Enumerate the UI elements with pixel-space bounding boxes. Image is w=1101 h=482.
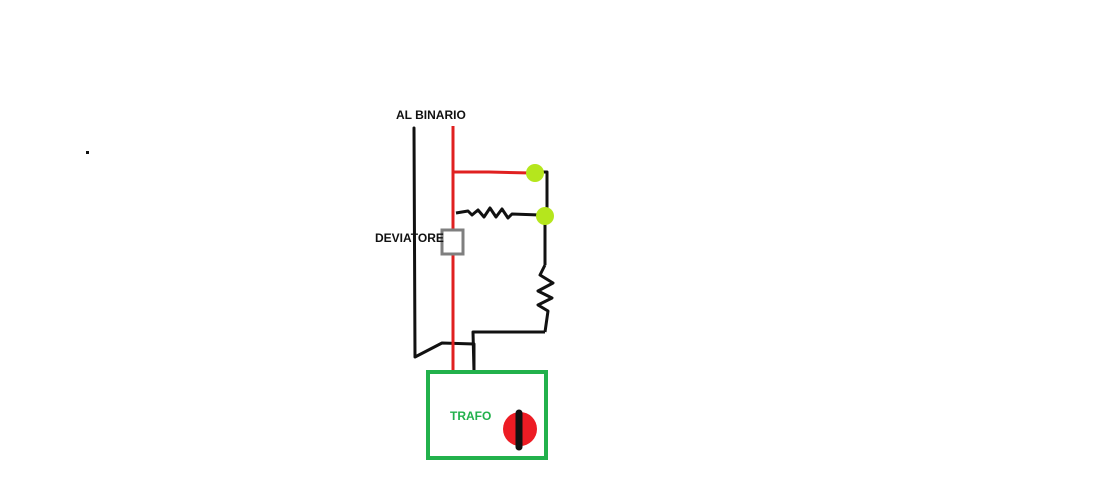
red-branch-wire <box>453 170 532 175</box>
green-contact-dot-icon <box>536 207 554 225</box>
square-switch-icon <box>440 228 465 256</box>
return-wire <box>471 330 545 373</box>
lower-resistor <box>536 264 555 333</box>
transformer-label: TRAFO <box>450 409 492 423</box>
upper-resistor <box>455 206 541 220</box>
track-label: AL BINARIO <box>396 108 466 122</box>
green-contact-dot-icon <box>526 164 544 182</box>
stray-dot <box>86 151 89 154</box>
switch-label: DEVIATORE <box>375 231 444 245</box>
